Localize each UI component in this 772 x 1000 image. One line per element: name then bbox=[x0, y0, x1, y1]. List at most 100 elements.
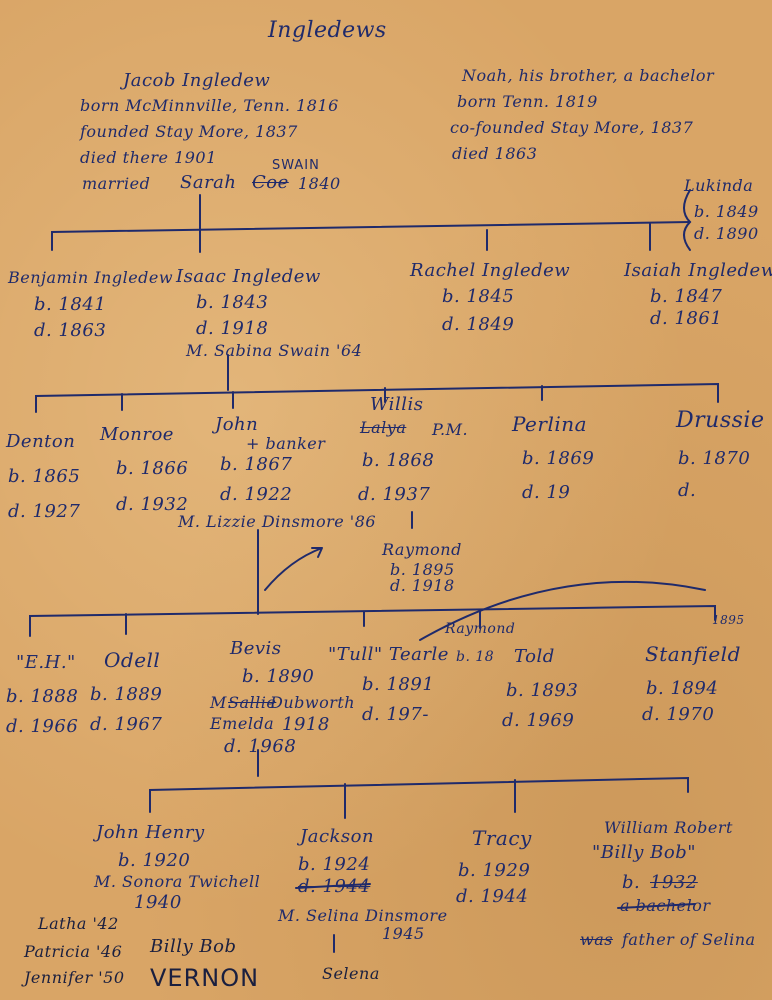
willis-name: Willis bbox=[370, 394, 424, 415]
monroe-name: Monroe bbox=[100, 424, 174, 445]
noah-name: Noah, his brother, a bachelor bbox=[462, 66, 715, 85]
drussie-died: d. bbox=[678, 480, 697, 501]
child-jennifer: Jennifer '50 bbox=[24, 968, 125, 987]
told-died: d. 1969 bbox=[502, 710, 575, 731]
benjamin-died: d. 1863 bbox=[34, 320, 107, 341]
john-married: M. Lizzie Dinsmore '86 bbox=[178, 512, 377, 531]
odell-died: d. 1967 bbox=[90, 714, 163, 735]
john-henry-married-year: 1940 bbox=[134, 892, 182, 913]
stanfield-name: Stanfield bbox=[645, 642, 741, 666]
selena-label: Selena bbox=[322, 964, 380, 983]
married-name: Sarah bbox=[180, 172, 237, 193]
john-henry-born: b. 1920 bbox=[118, 850, 191, 871]
rachel-name: Rachel Ingledew bbox=[410, 260, 571, 281]
benjamin-born: b. 1841 bbox=[34, 294, 107, 315]
drussie-born: b. 1870 bbox=[678, 448, 751, 469]
denton-born: b. 1865 bbox=[8, 466, 81, 487]
perlina-born: b. 1869 bbox=[522, 448, 595, 469]
married-prefix: married bbox=[82, 174, 151, 193]
told-name: Told bbox=[514, 646, 555, 667]
married-insert: SWAIN bbox=[272, 158, 320, 173]
child-latha: Latha '42 bbox=[38, 914, 119, 933]
jackson-born: b. 1924 bbox=[298, 854, 371, 875]
noah-born: born Tenn. 1819 bbox=[457, 92, 598, 111]
jacob-name: Jacob Ingledew bbox=[123, 70, 271, 91]
bevis-married-name: Dubworth bbox=[270, 693, 356, 712]
william-was-struck: was bbox=[580, 930, 613, 949]
raymond-died: d. 1918 bbox=[390, 576, 455, 595]
vernon-label: VERNON bbox=[150, 964, 260, 992]
william-born-prefix: b. bbox=[622, 872, 641, 893]
told-born: b. 1893 bbox=[506, 680, 579, 701]
tearle-name: "Tull" Tearle bbox=[328, 644, 449, 665]
william-born-struck: 1932 bbox=[650, 872, 698, 893]
eh-died: d. 1966 bbox=[6, 716, 79, 737]
stanfield-born: b. 1894 bbox=[646, 678, 719, 699]
john-born: b. 1867 bbox=[220, 454, 293, 475]
william-name: William Robert bbox=[604, 818, 733, 837]
jackson-married-year: 1945 bbox=[382, 924, 425, 943]
jackson-married: M. Selina Dinsmore bbox=[278, 906, 448, 925]
gen4-bar bbox=[149, 776, 689, 813]
willis-struck: Lalya bbox=[360, 418, 407, 437]
isaac-died: d. 1918 bbox=[196, 318, 269, 339]
rachel-died: d. 1849 bbox=[442, 314, 515, 335]
denton-name: Denton bbox=[6, 431, 76, 452]
jacob-died: died there 1901 bbox=[80, 148, 217, 167]
stanfield-note: 1895 bbox=[712, 613, 745, 627]
married-struck-name: Coe bbox=[252, 172, 289, 193]
isaac-born: b. 1843 bbox=[196, 292, 269, 313]
isaiah-died: d. 1861 bbox=[650, 308, 723, 329]
odell-born: b. 1889 bbox=[90, 684, 163, 705]
drussie-name: Drussie bbox=[676, 408, 765, 433]
raymond-born: b. 1895 bbox=[390, 560, 455, 579]
monroe-born: b. 1866 bbox=[116, 458, 189, 479]
isaiah-born: b. 1847 bbox=[650, 286, 723, 307]
tracy-name: Tracy bbox=[472, 826, 532, 850]
bevis-born: b. 1890 bbox=[242, 666, 315, 687]
raymond-name: Raymond bbox=[382, 540, 462, 559]
noah-founded: co-founded Stay More, 1837 bbox=[450, 118, 694, 137]
billy-bob-label: Billy Bob bbox=[150, 936, 237, 957]
jacob-born: born McMinnville, Tenn. 1816 bbox=[80, 96, 339, 115]
isaac-married: M. Sabina Swain '64 bbox=[186, 341, 363, 360]
william-bachelor-struck: a bachelor bbox=[620, 896, 711, 915]
bevis-spouse-first: Emelda bbox=[210, 714, 275, 733]
gen3-bar bbox=[29, 604, 716, 637]
tracy-died: d. 1944 bbox=[456, 886, 529, 907]
raymond-note: Raymond bbox=[445, 621, 516, 637]
child-patricia: Patricia '46 bbox=[24, 942, 123, 961]
jackson-died-struck: d. 1944 bbox=[298, 876, 371, 897]
stanfield-died: d. 1970 bbox=[642, 704, 715, 725]
eh-born: b. 1888 bbox=[6, 686, 79, 707]
rachel-born: b. 1845 bbox=[442, 286, 515, 307]
lukinda-born: b. 1849 bbox=[694, 202, 759, 221]
william-father: father of Selina bbox=[622, 930, 756, 949]
perlina-died: d. 19 bbox=[522, 482, 571, 503]
bevis-married-struck: Sallie bbox=[228, 693, 277, 712]
raymond-note-year: b. 18 bbox=[456, 649, 495, 665]
bevis-married-year: 1918 bbox=[282, 714, 330, 735]
eh-name: "E.H." bbox=[16, 652, 76, 673]
lukinda-died: d. 1890 bbox=[694, 224, 759, 243]
isaac-name: Isaac Ingledew bbox=[176, 266, 321, 287]
john-name: John bbox=[215, 414, 259, 435]
jacob-founded: founded Stay More, 1837 bbox=[80, 122, 298, 141]
john-henry-married: M. Sonora Twichell bbox=[94, 872, 261, 891]
bevis-died: d. 1968 bbox=[224, 736, 297, 757]
denton-died: d. 1927 bbox=[8, 501, 81, 522]
willis-suffix: P.M. bbox=[432, 420, 469, 439]
lukinda-brace bbox=[683, 189, 692, 251]
gen1-bar bbox=[51, 221, 691, 251]
page-title: Ingledews bbox=[268, 18, 387, 43]
tearle-died: d. 197- bbox=[362, 704, 429, 725]
jackson-name: Jackson bbox=[300, 826, 375, 847]
bevis-name: Bevis bbox=[230, 638, 282, 659]
tracy-born: b. 1929 bbox=[458, 860, 531, 881]
married-year: 1840 bbox=[298, 174, 341, 193]
bevis-married-prefix: M. bbox=[210, 693, 233, 712]
noah-died: died 1863 bbox=[452, 144, 538, 163]
william-nickname: "Billy Bob" bbox=[592, 842, 697, 863]
benjamin-name: Benjamin Ingledew bbox=[8, 268, 174, 287]
